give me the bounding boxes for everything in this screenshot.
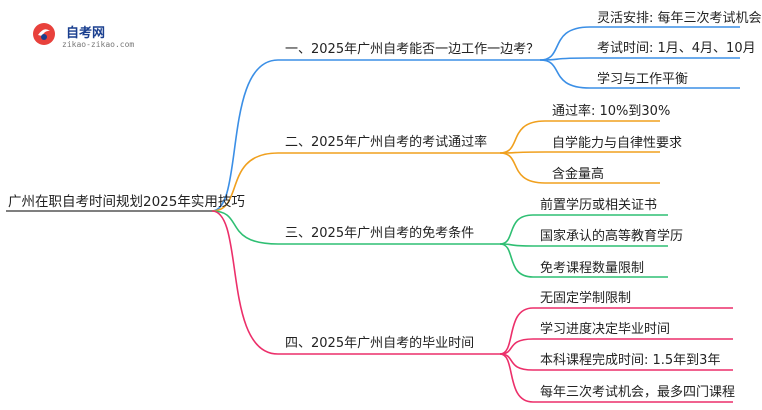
leaf-4-4: 每年三次考试机会，最多四门课程: [540, 385, 736, 400]
leaf-4-1: 无固定学制限制: [540, 291, 632, 306]
leaf-3-2: 国家承认的高等教育学历: [540, 229, 684, 244]
leaf-2-2: 自学能力与自律性要求: [552, 136, 683, 151]
leaf-2-2-connector: [499, 151, 546, 154]
logo-subtitle: zikao-zikao.com: [62, 40, 135, 49]
branch-4-label: 四、2025年广州自考的毕业时间: [285, 336, 475, 351]
leaf-4-2: 学习进度决定毕业时间: [540, 322, 671, 337]
leaf-1-1: 灵活安排: 每年三次考试机会: [597, 11, 762, 26]
branch-4-connector: [211, 210, 279, 355]
leaf-2-3-connector: [499, 152, 546, 184]
site-logo: 自考网 zikao-zikao.com: [32, 20, 142, 52]
leaf-4-4-connector: [499, 353, 534, 403]
root-node: 广州在职自考时间规划2025年实用技巧: [8, 194, 245, 210]
leaf-3-1-connector: [499, 214, 534, 245]
leaf-4-3: 本科课程完成时间: 1.5年到3年: [540, 353, 721, 368]
leaf-1-2-connector: [539, 57, 591, 61]
leaf-3-1: 前置学历或相关证书: [540, 198, 658, 213]
logo-title: 自考网: [66, 26, 106, 41]
branch-2-connector: [211, 152, 279, 212]
branch-1-connector: [211, 59, 279, 212]
leaf-2-3: 含金量高: [552, 167, 605, 182]
leaf-1-1-connector: [539, 26, 591, 61]
logo-icon: [33, 23, 55, 45]
branch-3-connector: [211, 210, 279, 245]
leaf-1-2: 考试时间: 1月、4月、10月: [597, 41, 756, 56]
leaf-1-3: 学习与工作平衡: [597, 72, 689, 87]
leaf-4-1-connector: [499, 307, 534, 355]
leaf-1-3-connector: [539, 59, 591, 89]
leaf-3-3: 免考课程数量限制: [540, 261, 645, 276]
branch-3-label: 三、2025年广州自考的免考条件: [285, 226, 475, 241]
branch-2-label: 二、2025年广州自考的考试通过率: [285, 135, 488, 150]
leaf-2-1: 通过率: 10%到30%: [552, 104, 671, 119]
branch-1-label: 一、2025年广州自考能否一边工作一边考？: [285, 42, 540, 57]
leaf-3-3-connector: [499, 243, 534, 278]
leaf-2-1-connector: [499, 120, 546, 154]
